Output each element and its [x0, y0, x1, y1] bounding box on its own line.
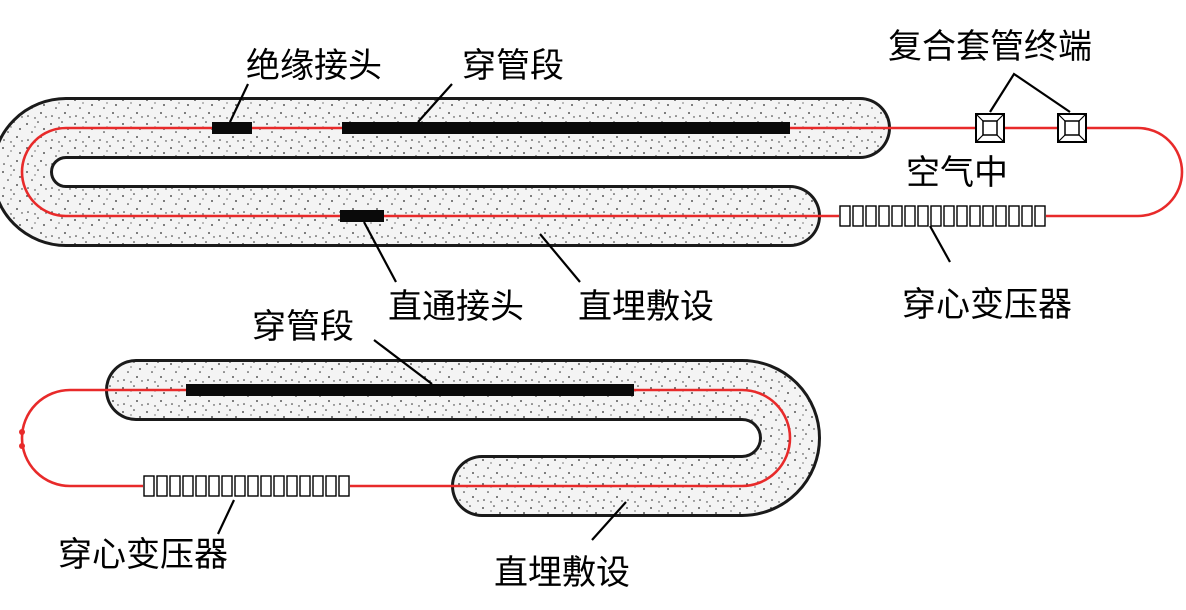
transformer-coil [286, 475, 298, 497]
transformer-coil [878, 205, 890, 227]
transformer-coil [273, 475, 285, 497]
label-top-direct-burial: 直埋敷设 [578, 287, 714, 327]
transformer-coil [221, 475, 233, 497]
bottom-cable-node [19, 443, 25, 449]
leader-bottom-transformer [217, 499, 235, 535]
transformer-coil [1021, 205, 1033, 227]
transformer-coil [208, 475, 220, 497]
termination-right [1057, 113, 1087, 143]
leader-termination [989, 72, 1071, 113]
transformer-coil [839, 205, 851, 227]
transformer-coil [247, 475, 259, 497]
leader-bottom-tube-section [373, 339, 433, 385]
top-cable [20, 126, 1184, 218]
label-top-core-transformer: 穿心变压器 [902, 285, 1072, 325]
transformer-coil [995, 205, 1007, 227]
transformer-coil [982, 205, 994, 227]
leader-straight-joint [363, 221, 397, 283]
transformer-coil [852, 205, 864, 227]
leader-insulating-joint [229, 83, 249, 123]
top-soil-band [0, 97, 891, 247]
label-composite-bushing-termination: 复合套管终端 [888, 27, 1092, 67]
label-bottom-tube-section: 穿管段 [252, 307, 354, 347]
bottom-core-transformer [143, 475, 350, 497]
transformer-coil [143, 475, 155, 497]
transformer-coil [299, 475, 311, 497]
top-core-transformer [839, 205, 1046, 227]
label-straight-joint: 直通接头 [388, 287, 524, 327]
transformer-coil [1034, 205, 1046, 227]
transformer-coil [891, 205, 903, 227]
transformer-coil [234, 475, 246, 497]
bottom-cable-node [19, 429, 25, 435]
label-top-tube-section: 穿管段 [462, 46, 564, 86]
transformer-coil [182, 475, 194, 497]
bottom-cable [20, 388, 792, 488]
transformer-coil [312, 475, 324, 497]
top-tube-section-bar [342, 122, 790, 134]
transformer-coil [930, 205, 942, 227]
bottom-tube-section-bar [186, 384, 634, 396]
transformer-coil [338, 475, 350, 497]
transformer-coil [904, 205, 916, 227]
leader-top-tube-section [417, 83, 453, 123]
label-bottom-core-transformer: 穿心变压器 [58, 535, 228, 575]
transformer-coil [943, 205, 955, 227]
label-in-air: 空气中 [906, 153, 1008, 193]
transformer-coil [969, 205, 981, 227]
transformer-coil [325, 475, 337, 497]
leader-top-direct-burial [539, 233, 581, 283]
bottom-soil-band [105, 359, 821, 517]
straight-joint [340, 210, 384, 222]
termination-left [975, 113, 1005, 143]
insulating-joint [212, 122, 252, 134]
transformer-coil [195, 475, 207, 497]
leader-top-transformer [929, 225, 951, 263]
transformer-coil [260, 475, 272, 497]
label-insulating-joint: 绝缘接头 [246, 46, 382, 86]
leader-bottom-direct-burial [591, 501, 627, 541]
transformer-coil [1008, 205, 1020, 227]
transformer-coil [956, 205, 968, 227]
transformer-coil [865, 205, 877, 227]
label-bottom-direct-burial: 直埋敷设 [494, 553, 630, 593]
transformer-coil [917, 205, 929, 227]
transformer-coil [156, 475, 168, 497]
transformer-coil [169, 475, 181, 497]
